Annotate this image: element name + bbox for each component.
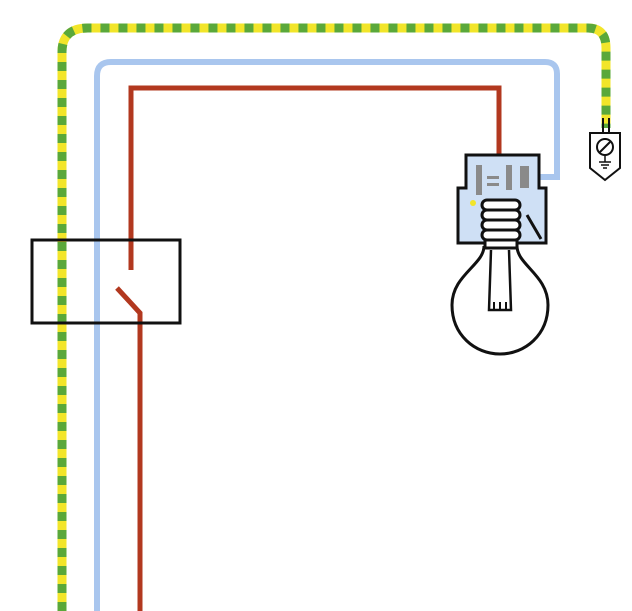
phase-wire-switched [128, 85, 502, 270]
earth-terminal-icon [589, 118, 621, 182]
phase-wire-supply [115, 286, 143, 611]
neutral-wire [94, 59, 560, 611]
switch-box [30, 238, 182, 325]
light-bulb [450, 198, 550, 356]
earth-wire [57, 23, 611, 611]
